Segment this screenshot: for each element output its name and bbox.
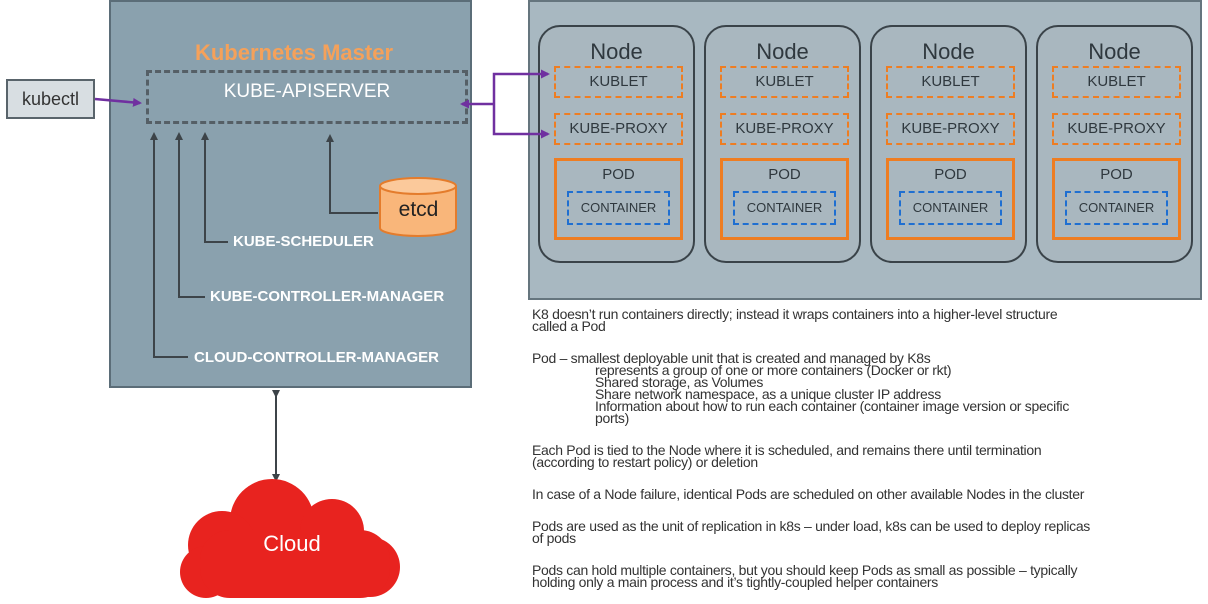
kube-proxy-box: KUBE-PROXY	[720, 113, 849, 145]
kubectl-box: kubectl	[6, 79, 95, 119]
note-line: (according to restart policy) or deletio…	[532, 454, 758, 470]
scheduler-connector	[201, 132, 228, 243]
pod-box: POD CONTAINER	[720, 158, 849, 240]
pod-label: POD	[934, 166, 967, 183]
kublet-box: KUBLET	[720, 66, 849, 98]
nodes-panel: Node KUBLET KUBE-PROXY POD CONTAINER Nod…	[528, 0, 1202, 300]
note-line: Pods are used as the unit of replication…	[532, 518, 1091, 534]
etcd-label: etcd	[398, 198, 439, 221]
container-box: CONTAINER	[899, 191, 1002, 225]
cloud-icon	[180, 479, 400, 598]
etcd-cylinder-icon	[379, 177, 457, 237]
node-4: Node KUBLET KUBE-PROXY POD CONTAINER	[1036, 25, 1193, 263]
node-3: Node KUBLET KUBE-PROXY POD CONTAINER	[870, 25, 1027, 263]
node-title: Node	[756, 39, 809, 64]
pod-box: POD CONTAINER	[886, 158, 1015, 240]
kube-controller-manager-label: KUBE-CONTROLLER-MANAGER	[210, 288, 445, 305]
node-title: Node	[590, 39, 643, 64]
note-line: Each Pod is tied to the Node where it is…	[532, 442, 1042, 458]
pod-label: POD	[1100, 166, 1133, 183]
kublet-box: KUBLET	[554, 66, 683, 98]
master-title: Kubernetes Master	[194, 40, 394, 65]
note-line: In case of a Node failure, identical Pod…	[532, 486, 1085, 502]
pod-box: POD CONTAINER	[554, 158, 683, 240]
kube-apiserver-label: KUBE-APISERVER	[223, 81, 391, 102]
note-line: called a Pod	[532, 318, 606, 334]
pod-box: POD CONTAINER	[1052, 158, 1181, 240]
cloud-controller-manager-connector	[150, 132, 188, 358]
note-line: Pod – smallest deployable unit that is c…	[532, 350, 931, 366]
notes-text: K8 doesn’t run containers directly; inst…	[532, 306, 1204, 590]
kublet-box: KUBLET	[886, 66, 1015, 98]
pod-label: POD	[602, 166, 635, 183]
note-line: K8 doesn’t run containers directly; inst…	[532, 306, 1058, 322]
kube-scheduler-label: KUBE-SCHEDULER	[233, 233, 374, 250]
kube-proxy-box: KUBE-PROXY	[554, 113, 683, 145]
note-line: represents a group of one or more contai…	[595, 362, 952, 378]
to-kube-proxy-arrow	[492, 104, 550, 139]
cloud-controller-manager-label: CLOUD-CONTROLLER-MANAGER	[194, 349, 439, 366]
container-box: CONTAINER	[1065, 191, 1168, 225]
note-line: ports)	[595, 410, 629, 426]
note-line: holding only a main process and it’s tig…	[532, 574, 938, 590]
container-box: CONTAINER	[733, 191, 836, 225]
cloud-label: Cloud	[263, 531, 321, 556]
kublet-box: KUBLET	[1052, 66, 1181, 98]
etcd-connector	[326, 134, 378, 214]
note-line: Information about how to run each contai…	[595, 398, 1070, 414]
container-box: CONTAINER	[567, 191, 670, 225]
node-1: Node KUBLET KUBE-PROXY POD CONTAINER	[538, 25, 695, 263]
node-title: Node	[1088, 39, 1141, 64]
controller-manager-connector	[175, 132, 205, 298]
note-line: Shared storage, as Volumes	[595, 374, 764, 390]
pod-label: POD	[768, 166, 801, 183]
to-kublet-arrow	[492, 69, 550, 104]
note-line: of pods	[532, 530, 576, 546]
node-2: Node KUBLET KUBE-PROXY POD CONTAINER	[704, 25, 861, 263]
note-line: Pods can hold multiple containers, but y…	[532, 562, 1078, 578]
kubectl-to-apiserver-arrow	[94, 97, 142, 107]
kube-proxy-box: KUBE-PROXY	[886, 113, 1015, 145]
node-title: Node	[922, 39, 975, 64]
note-line: Share network namespace, as a unique clu…	[595, 386, 941, 402]
kubectl-label: kubectl	[21, 89, 80, 109]
kube-apiserver-box: KUBE-APISERVER	[146, 70, 468, 124]
kube-proxy-box: KUBE-PROXY	[1052, 113, 1181, 145]
